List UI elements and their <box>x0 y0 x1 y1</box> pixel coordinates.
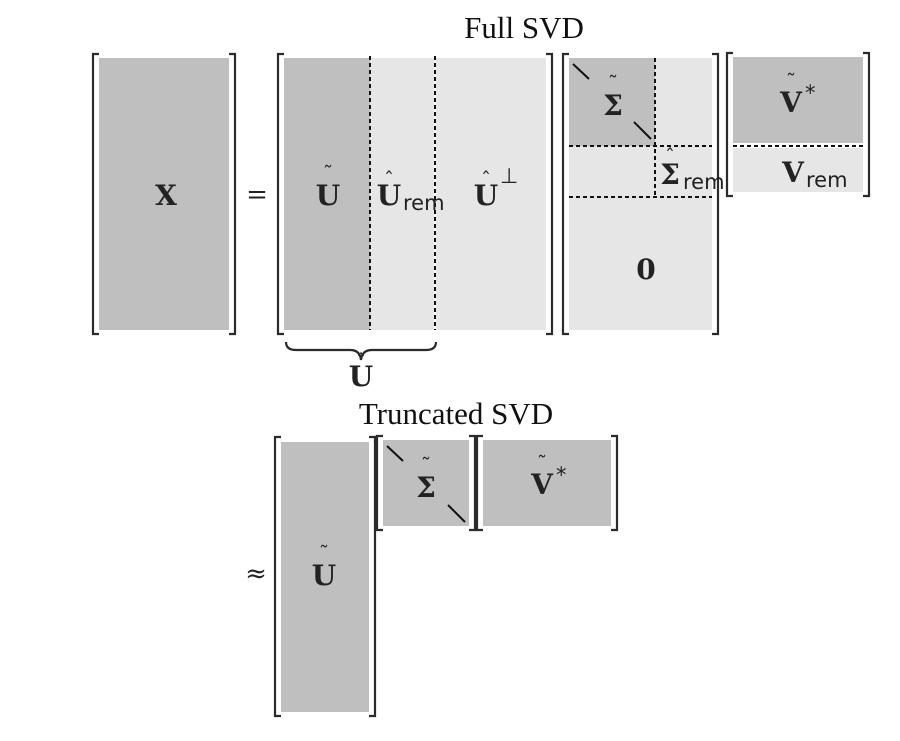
matrix-x-block <box>99 58 229 330</box>
matrix-x-right-bracket <box>229 52 237 336</box>
matrix-u-right-bracket <box>546 52 554 336</box>
u-perp-superscript: ⊥ <box>500 164 518 188</box>
matrix-x-left-bracket <box>91 52 99 336</box>
v-tilde-accent: ˜ <box>786 69 796 93</box>
sigma-tilde-truncated-accent: ˜ <box>421 453 431 477</box>
u-hat-accent: ˆ <box>356 349 366 373</box>
u-perp-accent: ˆ <box>481 167 491 191</box>
sigma-rem-letter: Σ <box>660 158 680 191</box>
matrix-v-truncated: V ˜ * <box>475 434 619 532</box>
matrix-u-full: U ˜ U ˆ rem U ˆ ⊥ <box>276 52 554 336</box>
matrix-sigma-left-bracket <box>561 52 569 336</box>
v-tilde-letter: V <box>779 86 803 119</box>
sigma-tilde-truncated-letter: Σ <box>416 471 436 504</box>
v-rem-block <box>733 148 863 192</box>
u-tilde-accent: ˜ <box>323 161 333 185</box>
v-truncated-right-bracket <box>611 434 619 532</box>
matrix-v-full: V ˜ * V rem <box>725 51 871 198</box>
zero-block-label: 0 <box>636 253 655 286</box>
sigma-tilde-accent: ˜ <box>608 71 618 95</box>
sigma-diagonal-bottom <box>633 121 652 140</box>
truncated-svd-title: Truncated SVD <box>359 396 553 431</box>
u-hat-underbrace: U ˆ <box>284 341 438 393</box>
u-tilde-block <box>284 58 370 330</box>
sigma-truncated-diagonal-top <box>386 445 404 462</box>
equals-sign: = <box>246 180 268 210</box>
approx-sign: ≈ <box>245 559 267 589</box>
v-rem-subscript: rem <box>806 168 848 192</box>
matrix-sigma-right-bracket <box>712 52 720 336</box>
matrix-sigma-truncated: Σ ˜ <box>375 434 477 532</box>
underbrace <box>284 341 438 361</box>
v-rem-letter: V <box>781 156 805 189</box>
matrix-sigma-full: Σ ˜ Σ ˆ rem 0 <box>561 52 725 336</box>
v-truncated-left-bracket <box>475 434 483 532</box>
u-rem-letter: U <box>377 179 401 212</box>
v-tilde-truncated-accent: ˜ <box>537 451 547 475</box>
u-tilde-letter: U <box>316 179 340 212</box>
v-tilde-truncated-star: * <box>556 463 567 487</box>
sigma-rem-accent: ˆ <box>665 144 675 168</box>
v-tilde-star: * <box>805 81 816 105</box>
full-svd-title: Full SVD <box>464 10 584 45</box>
u-rem-subscript: rem <box>403 191 445 215</box>
u-tilde-truncated-letter: U <box>312 559 336 592</box>
matrix-x-label: X <box>155 179 177 212</box>
sigma-truncated-right-bracket <box>469 434 477 532</box>
sigma-tilde-letter: Σ <box>603 89 623 122</box>
u-tilde-truncated-accent: ˜ <box>319 541 329 565</box>
v-tilde-truncated-letter: V <box>530 468 554 501</box>
matrix-u-left-bracket <box>276 52 284 336</box>
sigma-diagonal-top <box>572 63 590 80</box>
v-tilde-truncated-block <box>483 440 611 526</box>
sigma-rem-subscript: rem <box>683 170 725 194</box>
matrix-x: X <box>91 52 237 336</box>
u-truncated-left-bracket <box>273 435 281 718</box>
matrix-u-truncated: U ˜ <box>273 435 377 718</box>
u-rem-accent: ˆ <box>384 167 394 191</box>
matrix-v-right-bracket <box>863 51 871 198</box>
u-perp-letter: U <box>474 179 498 212</box>
u-rem-block <box>370 58 434 330</box>
sigma-truncated-diagonal-bottom <box>447 504 466 523</box>
u-hat-letter: U <box>349 360 373 393</box>
u-perp-block <box>436 58 546 330</box>
matrix-v-left-bracket <box>725 51 733 198</box>
sigma-truncated-left-bracket <box>375 434 383 532</box>
u-tilde-truncated-block <box>281 442 369 712</box>
v-tilde-block <box>733 57 863 143</box>
u-truncated-right-bracket <box>369 435 377 718</box>
